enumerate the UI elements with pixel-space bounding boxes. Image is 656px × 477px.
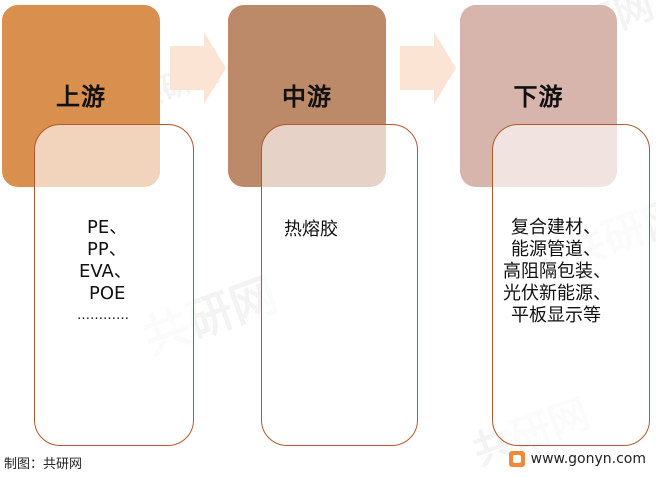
arrow-icon: [400, 32, 456, 104]
list-item: 高阻隔包装、: [503, 261, 611, 282]
downstream-label: 下游: [513, 83, 564, 111]
list-item: EVA、: [79, 261, 132, 282]
upstream-items: PE、 PP、 EVA、 POE …………: [35, 217, 193, 327]
downstream-detail-box: 复合建材、 能源管道、 高阻隔包装、 光伏新能源、 平板显示等: [492, 124, 650, 446]
arrow-shape: [400, 32, 456, 104]
list-item: 热熔胶: [284, 219, 338, 240]
midstream-label: 中游: [282, 83, 332, 111]
list-item: 平板显示等: [511, 305, 601, 326]
arrow-icon: [170, 32, 226, 104]
list-item: POE: [89, 283, 126, 304]
list-item: …………: [77, 308, 129, 323]
list-item: PE、: [87, 217, 128, 238]
source-note: 制图：共研网: [4, 457, 83, 472]
list-item: 能源管道、: [511, 239, 601, 260]
upstream-detail-box: PE、 PP、 EVA、 POE …………: [34, 124, 194, 446]
upstream-label: 上游: [56, 83, 106, 111]
website-url: www.gonyn.com: [530, 451, 646, 467]
list-item: 复合建材、: [511, 217, 601, 238]
list-item: 光伏新能源、: [503, 283, 611, 304]
list-item: PP、: [87, 239, 127, 260]
arrow-shape: [170, 32, 226, 104]
website-credit: www.gonyn.com: [508, 451, 646, 467]
midstream-detail-box: 热熔胶: [261, 124, 418, 446]
logo-icon: [508, 451, 525, 467]
downstream-items: 复合建材、 能源管道、 高阻隔包装、 光伏新能源、 平板显示等: [493, 217, 649, 327]
midstream-items: 热熔胶: [262, 219, 417, 241]
